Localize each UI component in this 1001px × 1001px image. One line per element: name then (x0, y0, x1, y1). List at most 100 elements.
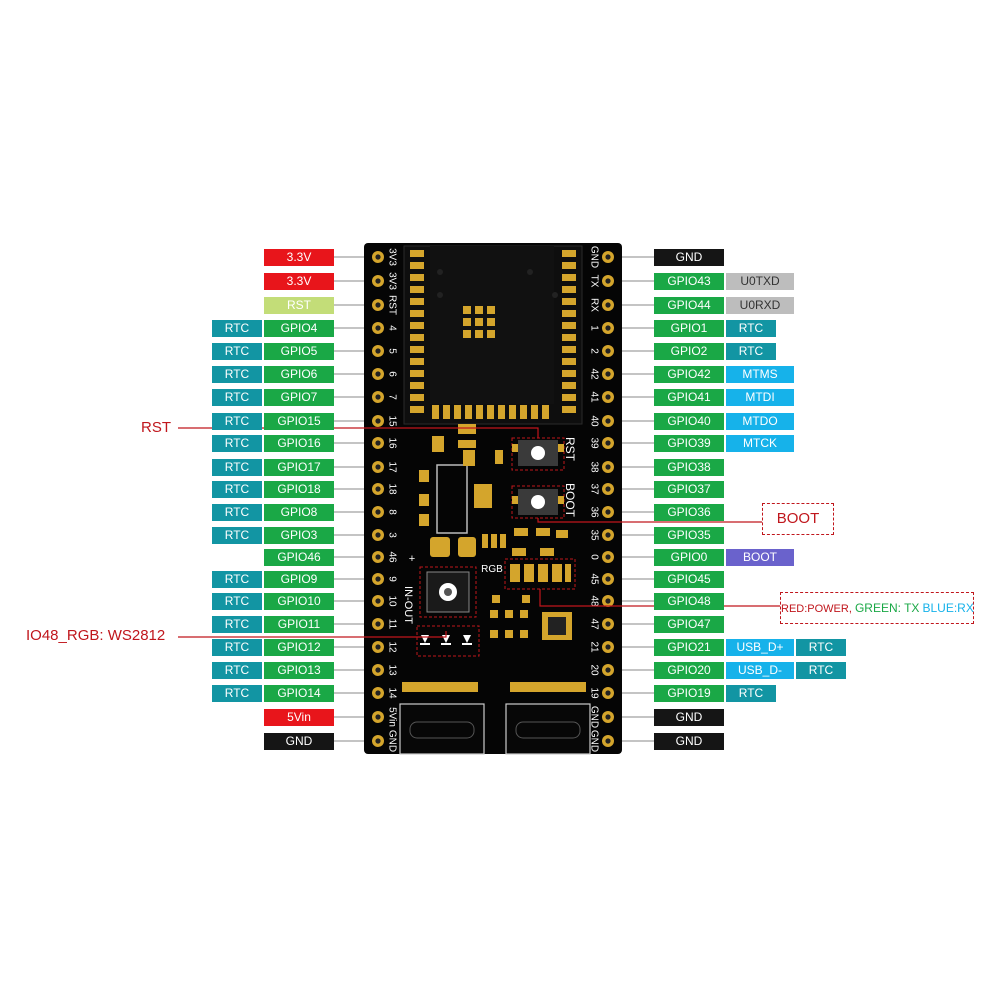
silk-pin-label: 36 (588, 506, 599, 518)
pin-label-rtc: RTC (212, 504, 262, 521)
module-pad (410, 310, 424, 317)
pin-label-gpio: GPIO9 (264, 571, 334, 588)
header-pin-hole (375, 486, 381, 492)
module-pad (410, 394, 424, 401)
pin-label-rtc: RTC (212, 639, 262, 656)
pin-label-rtc: RTC (212, 527, 262, 544)
header-pin-hole (605, 278, 611, 284)
header-pin-hole (375, 738, 381, 744)
usb-c-connectors (399, 682, 591, 755)
header-pin-hole (605, 302, 611, 308)
pin-label-rst: RST (264, 297, 334, 314)
silk-pin-label: 46 (386, 551, 397, 563)
module-pad (454, 405, 461, 419)
pin-label-uart: U0TXD (726, 273, 794, 290)
header-pin-hole (605, 714, 611, 720)
silk-pin-label: GND (386, 730, 397, 752)
header-pin-hole (375, 644, 381, 650)
pin-label-power: 3.3V (264, 273, 334, 290)
module-pad (562, 250, 576, 257)
pin-label-rtc: RTC (726, 685, 776, 702)
header-pin-hole (375, 418, 381, 424)
silk-pin-label: 19 (588, 687, 599, 699)
silk-pin-label: 2 (588, 348, 599, 354)
silk-pin-label: 39 (588, 437, 599, 449)
header-pin-hole (375, 621, 381, 627)
silk-pin-label: RX (588, 298, 599, 312)
header-pin-hole (375, 278, 381, 284)
pin-label-uart: U0RXD (726, 297, 794, 314)
module-pad (487, 405, 494, 419)
header-pin-hole (605, 644, 611, 650)
silk-pin-label: 7 (386, 394, 397, 400)
header-pin-hole (605, 532, 611, 538)
module-pad (562, 274, 576, 281)
silk-pin-label: 0 (588, 554, 599, 560)
module-pad (410, 358, 424, 365)
module-pad (432, 405, 439, 419)
pin-label-rtc: RTC (212, 366, 262, 383)
pin-label-gpio: GPIO38 (654, 459, 724, 476)
passive-components (482, 528, 568, 556)
module-pad (562, 358, 576, 365)
pin-label-usb: USB_D- (726, 662, 794, 679)
module-pad (562, 382, 576, 389)
silk-pin-label: 3V3 (386, 272, 397, 290)
silk-pin-label: RST (386, 295, 397, 315)
silk-pin-label: 20 (588, 664, 599, 676)
module-pad (498, 405, 505, 419)
pin-label-gpio: GPIO46 (264, 549, 334, 566)
header-pin-hole (375, 576, 381, 582)
header-pin-hole (605, 509, 611, 515)
module-castellated-pads (410, 250, 576, 419)
module-pad (562, 298, 576, 305)
module-center-pad (437, 269, 558, 338)
silk-pin-label: GND (588, 730, 599, 752)
callout-rgb: IO48_RGB: WS2812 (26, 627, 166, 644)
silk-pin-label: GND (588, 706, 599, 728)
pin-label-rtc: RTC (796, 639, 846, 656)
user-button (419, 566, 477, 618)
silk-rgb: RGB (481, 564, 503, 575)
pin-label-gpio: GPIO3 (264, 527, 334, 544)
header-pin-hole (375, 690, 381, 696)
pin-label-gpio: GPIO7 (264, 389, 334, 406)
silk-pin-label: 17 (386, 461, 397, 473)
silk-pin-label: 8 (386, 509, 397, 515)
module-pad (410, 406, 424, 413)
module-pad (562, 334, 576, 341)
pin-label-jtag: MTCK (726, 435, 794, 452)
pin-label-usb: USB_D+ (726, 639, 794, 656)
pin-label-gpio: GPIO41 (654, 389, 724, 406)
header-pin-hole (375, 554, 381, 560)
pin-label-rtc: RTC (796, 662, 846, 679)
boot-button (511, 485, 565, 519)
pin-label-gpio: GPIO19 (654, 685, 724, 702)
header-pin-hole (605, 554, 611, 560)
module-pad (410, 298, 424, 305)
pin-label-rtc: RTC (212, 343, 262, 360)
silk-in-out: IN-OUT (402, 586, 414, 624)
pin-label-rtc: RTC (212, 389, 262, 406)
pin-label-gpio: GPIO13 (264, 662, 334, 679)
pin-label-jtag: MTMS (726, 366, 794, 383)
pin-label-rtc: RTC (212, 459, 262, 476)
silk-plus: + (409, 553, 415, 565)
module-pad (562, 310, 576, 317)
module-pad (562, 406, 576, 413)
silk-pin-label: 38 (588, 461, 599, 473)
callout-led-legend: RED:POWER, GREEN: TX BLUE:RX (780, 592, 974, 624)
pin-label-gpio: GPIO37 (654, 481, 724, 498)
pin-label-power: 3.3V (264, 249, 334, 266)
module-pad (410, 334, 424, 341)
header-pin-hole (605, 486, 611, 492)
header-pin-hole (375, 464, 381, 470)
pin-label-rtc: RTC (726, 320, 776, 337)
silk-pin-label: 40 (588, 415, 599, 427)
usb-chip (490, 595, 572, 640)
pin-label-gnd: GND (654, 733, 724, 750)
pin-label-gpio: GPIO0 (654, 549, 724, 566)
header-pin-hole (375, 532, 381, 538)
pin-label-gpio: GPIO45 (654, 571, 724, 588)
